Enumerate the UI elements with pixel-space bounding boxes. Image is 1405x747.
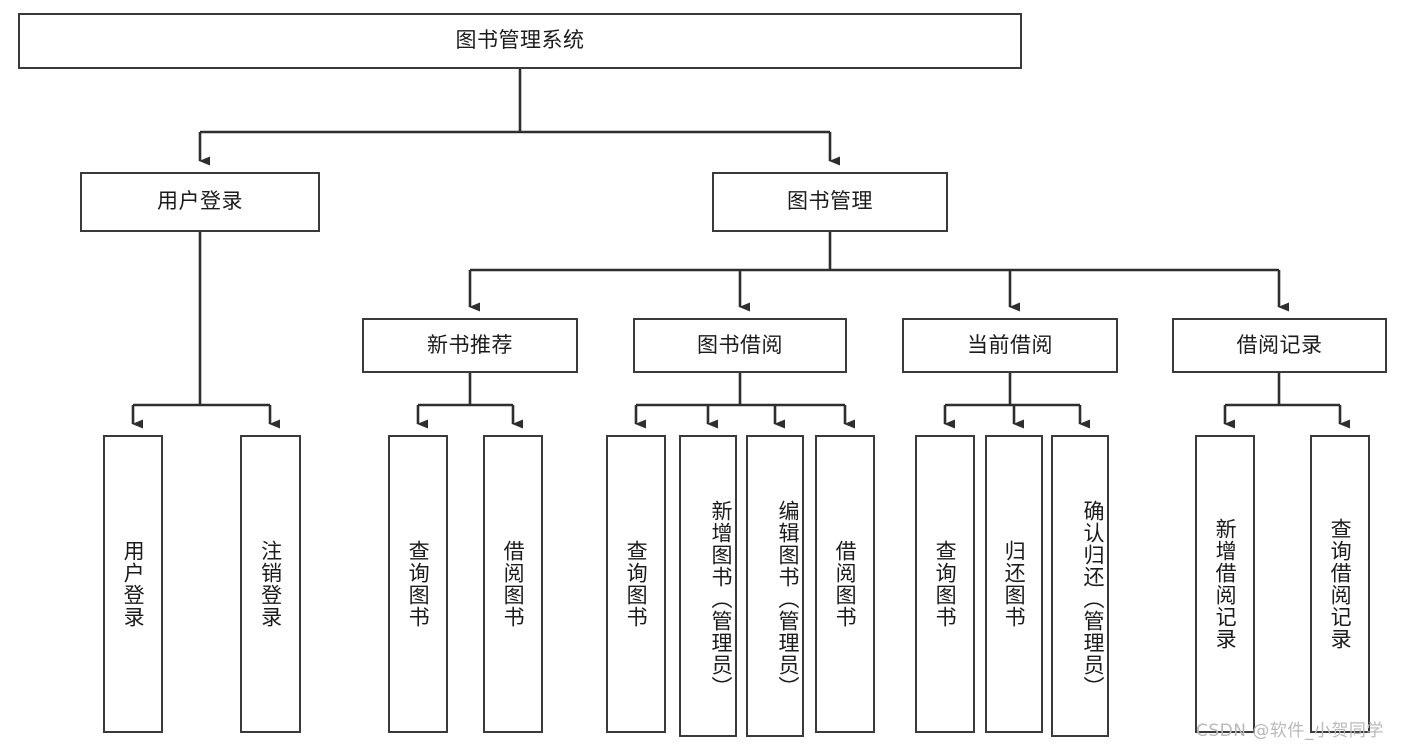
- node-borrow-record[interactable]: 借阅记录: [1172, 318, 1387, 373]
- node-new-book-recommend[interactable]: 新书推荐: [362, 318, 578, 373]
- leaf-query-book-recommend[interactable]: 查询图书: [388, 435, 448, 733]
- leaf-query-book-borrow[interactable]: 查询图书: [606, 435, 666, 733]
- leaf-add-borrow-record[interactable]: 新增借阅记录: [1195, 435, 1255, 733]
- node-book-borrow[interactable]: 图书借阅: [633, 318, 847, 373]
- node-book-manage[interactable]: 图书管理: [712, 172, 948, 232]
- node-root[interactable]: 图书管理系统: [18, 13, 1022, 69]
- leaf-borrow-book-borrow[interactable]: 借阅图书: [815, 435, 875, 733]
- leaf-query-book-current[interactable]: 查询图书: [915, 435, 975, 733]
- leaf-return-book[interactable]: 归还图书: [985, 435, 1043, 733]
- csdn-watermark: CSDN @软件_小贺同学: [1196, 721, 1384, 741]
- leaf-borrow-book-recommend[interactable]: 借阅图书: [483, 435, 543, 733]
- leaf-user-login[interactable]: 用户登录: [103, 435, 163, 733]
- node-current-borrow[interactable]: 当前借阅: [902, 318, 1118, 373]
- leaf-logout-login[interactable]: 注销登录: [240, 435, 301, 733]
- leaf-confirm-return-admin[interactable]: 确认归还（管理员）: [1051, 435, 1109, 737]
- leaf-query-borrow-record[interactable]: 查询借阅记录: [1310, 435, 1370, 733]
- node-user-login[interactable]: 用户登录: [80, 172, 320, 232]
- leaf-edit-book-admin[interactable]: 编辑图书（管理员）: [746, 435, 804, 737]
- leaf-add-book-admin[interactable]: 新增图书（管理员）: [679, 435, 737, 737]
